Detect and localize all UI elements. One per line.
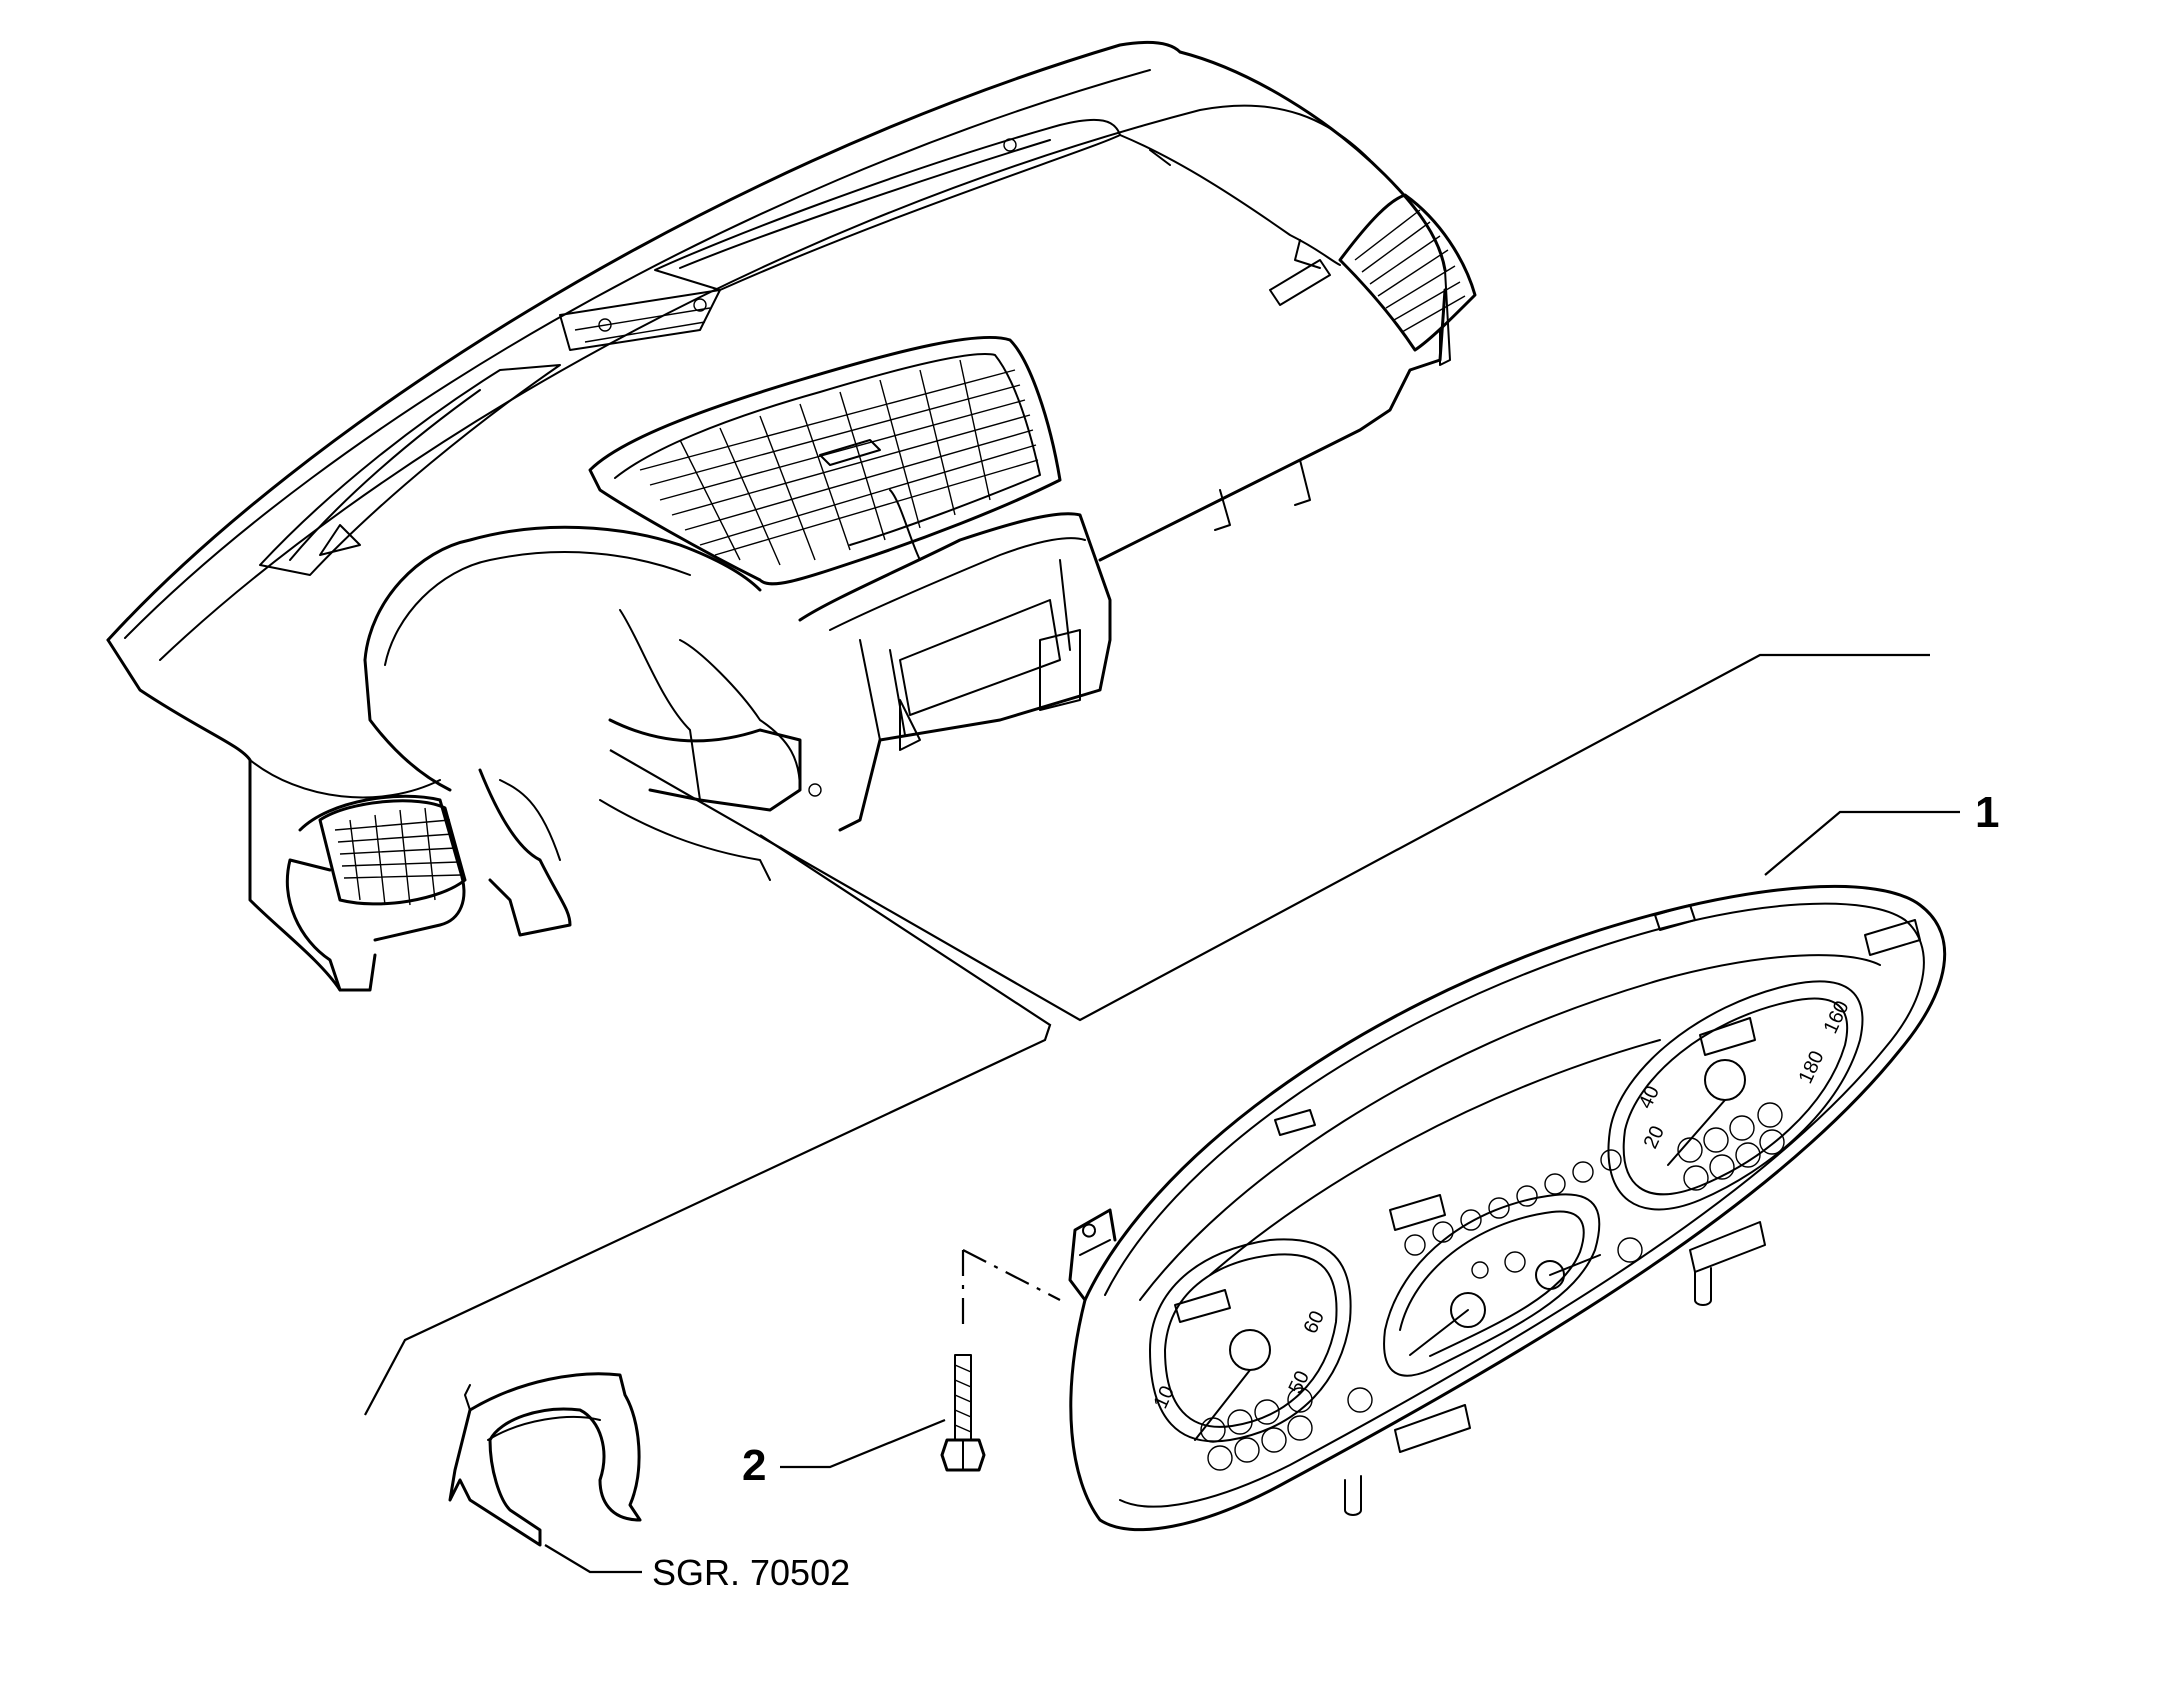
callout-label-2: 2 [742, 1441, 766, 1490]
speedometer-gauge: 180 160 40 20 [1607, 980, 1864, 1211]
speed-tick-180: 180 [1795, 1048, 1829, 1088]
assembly-guide-lines [364, 653, 1930, 1416]
callout-1: 1 [1764, 788, 1999, 876]
callout-label-1: 1 [1975, 788, 1999, 837]
warning-lamps-right [1677, 1102, 1785, 1191]
instrument-hood [363, 525, 802, 812]
instrument-cluster: 60 50 10 [1068, 884, 1947, 1532]
callout-reference: SGR. 70502 [544, 1544, 850, 1593]
indicator-row [1347, 1149, 1643, 1413]
warning-lamps-left [1200, 1387, 1313, 1471]
screw-axis-line [961, 1249, 1061, 1330]
speed-tick-40: 40 [1635, 1083, 1664, 1112]
defrost-vents [259, 118, 1121, 576]
mounting-screw [940, 1249, 1061, 1472]
left-air-vent [318, 799, 467, 906]
rev-tick-60: 60 [1300, 1308, 1329, 1337]
dashboard-assembly [106, 40, 1477, 992]
reference-label: SGR. 70502 [652, 1552, 850, 1593]
center-air-vent [588, 335, 1062, 586]
center-console-opening [798, 512, 1112, 832]
right-air-vent [1338, 193, 1477, 366]
rev-counter-gauge: 60 50 10 [1149, 1238, 1352, 1471]
speed-tick-160: 160 [1820, 998, 1854, 1038]
callout-2: 2 [742, 1418, 946, 1490]
speed-tick-20: 20 [1640, 1123, 1669, 1152]
center-display [1383, 1193, 1601, 1377]
mounting-bracket [448, 1372, 642, 1547]
